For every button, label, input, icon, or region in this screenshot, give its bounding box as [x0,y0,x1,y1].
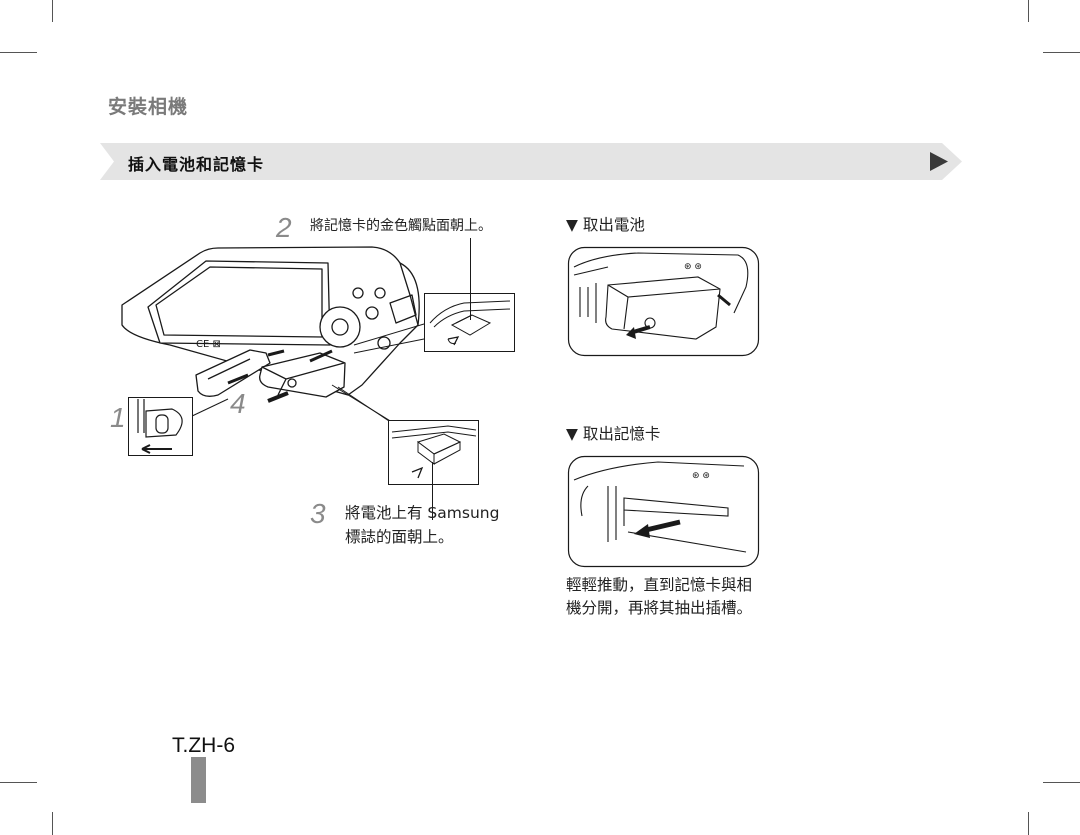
step-3-text-line2: 標誌的面朝上。 [345,528,454,546]
remove-battery-illustration: ⊛ ⊛ [567,246,760,357]
card-insertion-inset [424,293,515,352]
step-2-number: 2 [276,212,292,243]
crop-mark [52,812,53,835]
crop-mark [1043,782,1080,783]
arrow-right-icon [930,152,948,171]
crop-mark [0,782,37,783]
remove-card-note-line2: 機分開，再將其抽出插槽。 [566,599,753,617]
crop-mark [1028,812,1029,835]
svg-text:CE ⊠: CE ⊠ [196,339,221,350]
remove-card-heading: ▼ 取出記憶卡 [566,425,661,443]
banner-background [100,143,962,180]
svg-text:⊛ ⊛: ⊛ ⊛ [692,471,710,481]
remove-card-note-line1: 輕輕推動，直到記憶卡與相 [566,576,753,594]
battery-insertion-inset [388,420,479,485]
remove-card-illustration: ⊛ ⊛ [567,455,760,568]
step-3-text-line1: 將電池上有 Samsung [345,504,500,522]
remove-battery-heading: ▼ 取出電池 [566,216,645,234]
section-title: 安裝相機 [108,96,189,118]
svg-text:⊛ ⊛: ⊛ ⊛ [684,262,702,272]
side-tab-marker [191,757,206,803]
step-2-text: 將記憶卡的金色觸點面朝上。 [310,218,492,234]
step-1-number: 1 [110,402,126,433]
crop-mark [52,0,53,22]
camera-insertion-illustration: CE ⊠ [121,246,435,436]
crop-mark [0,52,37,53]
crop-mark [1028,0,1029,22]
page-number: T.ZH-6 [172,734,235,757]
step-4-number: 4 [230,388,246,419]
banner-title: 插入電池和記憶卡 [128,155,265,174]
step-3-number: 3 [310,498,326,529]
leader-line [432,462,433,520]
crop-mark [1043,52,1080,53]
leader-line [470,238,471,320]
battery-lock-inset [128,397,193,456]
